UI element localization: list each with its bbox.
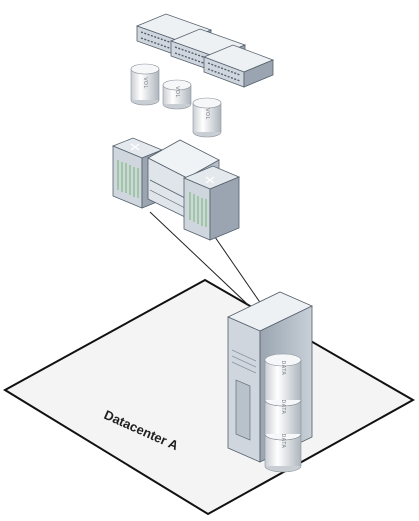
volume-label: VOL (142, 77, 148, 89)
router-icon (182, 165, 241, 241)
data-label: DATA (280, 400, 286, 415)
volume-cylinders: VOL VOL VOL (130, 63, 222, 138)
network-devices (111, 137, 241, 241)
data-cylinder-icon: DATA (264, 353, 302, 407)
data-label: DATA (280, 361, 286, 376)
data-cylinder-icon: DATA (264, 427, 302, 473)
volume-cylinder-icon: VOL (162, 79, 192, 110)
datacenter-floor: Datacenter A (3, 278, 416, 516)
volume-label: VOL (174, 86, 180, 98)
data-cylinder-icon: DATA (264, 393, 302, 441)
data-cylinders: DATA DATA DATA (264, 353, 302, 473)
rack-server-icon (202, 44, 275, 88)
volume-cylinder-icon: VOL (130, 63, 160, 106)
rack-servers (135, 13, 275, 88)
volume-label: VOL (204, 108, 210, 120)
volume-cylinder-icon: VOL (192, 97, 222, 138)
data-label: DATA (280, 434, 286, 449)
